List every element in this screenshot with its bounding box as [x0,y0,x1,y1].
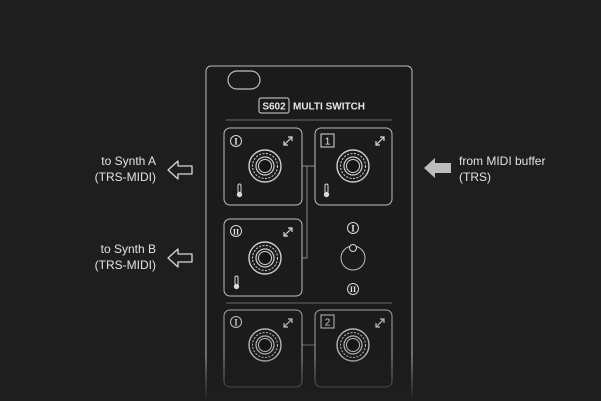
switch-label-bottom: II [350,285,356,294]
badge-label: II [233,228,239,237]
switch-label-top: I [351,224,355,234]
jack-socket-icon[interactable] [336,328,370,362]
expand-arrow-icon [283,136,293,146]
badge-circle-icon [230,135,242,147]
arrow-left-outline-icon [167,160,193,180]
selector-switch[interactable]: I II [340,222,366,295]
thermometer-icon [236,183,243,198]
callout-synth-b-line2: (TRS-MIDI) [94,258,156,272]
jack-socket-icon[interactable] [248,241,282,275]
badge-label: 2 [325,318,331,329]
badge-square-icon [320,314,335,329]
cell-out-II: II [223,218,303,297]
module-name: MULTI SWITCH [293,102,365,113]
callout-synth-a: to Synth A (TRS-MIDI) [16,153,156,185]
callout-synth-b: to Synth B (TRS-MIDI) [16,241,156,273]
jack-socket-icon[interactable] [248,328,282,362]
switch-label-I-icon [347,222,359,234]
callout-synth-a-line2: (TRS-MIDI) [94,170,156,184]
expand-arrow-icon [283,227,293,237]
cell-in-1: 1 [314,127,393,206]
callout-midi-in: from MIDI buffer (TRS) [459,153,599,185]
bus-line [302,165,308,259]
brand-box [258,97,290,114]
jack-socket-icon[interactable] [248,149,282,183]
expand-arrow-icon [375,318,385,328]
mounting-slot [227,70,261,90]
switch-label-II-icon [347,283,359,295]
switch-lever [349,244,357,252]
jack-socket-icon[interactable] [336,149,370,183]
callout-synth-a-line1: to Synth A [101,154,156,168]
cell-out-I: I [223,127,303,206]
badge-label: I [234,137,238,147]
thermometer-icon [323,183,330,198]
callout-synth-b-line1: to Synth B [100,242,156,256]
badge-circle-icon [230,225,242,237]
expand-arrow-icon [283,318,293,328]
badge-label: I [234,318,238,328]
badge-circle-icon [230,316,242,328]
bottom-fade [200,355,420,401]
callout-midi-in-line1: from MIDI buffer [459,154,546,168]
thermometer-icon [233,275,240,290]
callout-midi-in-line2: (TRS) [459,170,491,184]
expand-arrow-icon [375,136,385,146]
arrow-left-filled-icon [424,158,451,178]
brand-label: S602 [262,102,286,113]
arrow-left-outline-icon [167,248,193,268]
badge-square-icon [320,133,335,148]
badge-label: 1 [325,137,331,148]
